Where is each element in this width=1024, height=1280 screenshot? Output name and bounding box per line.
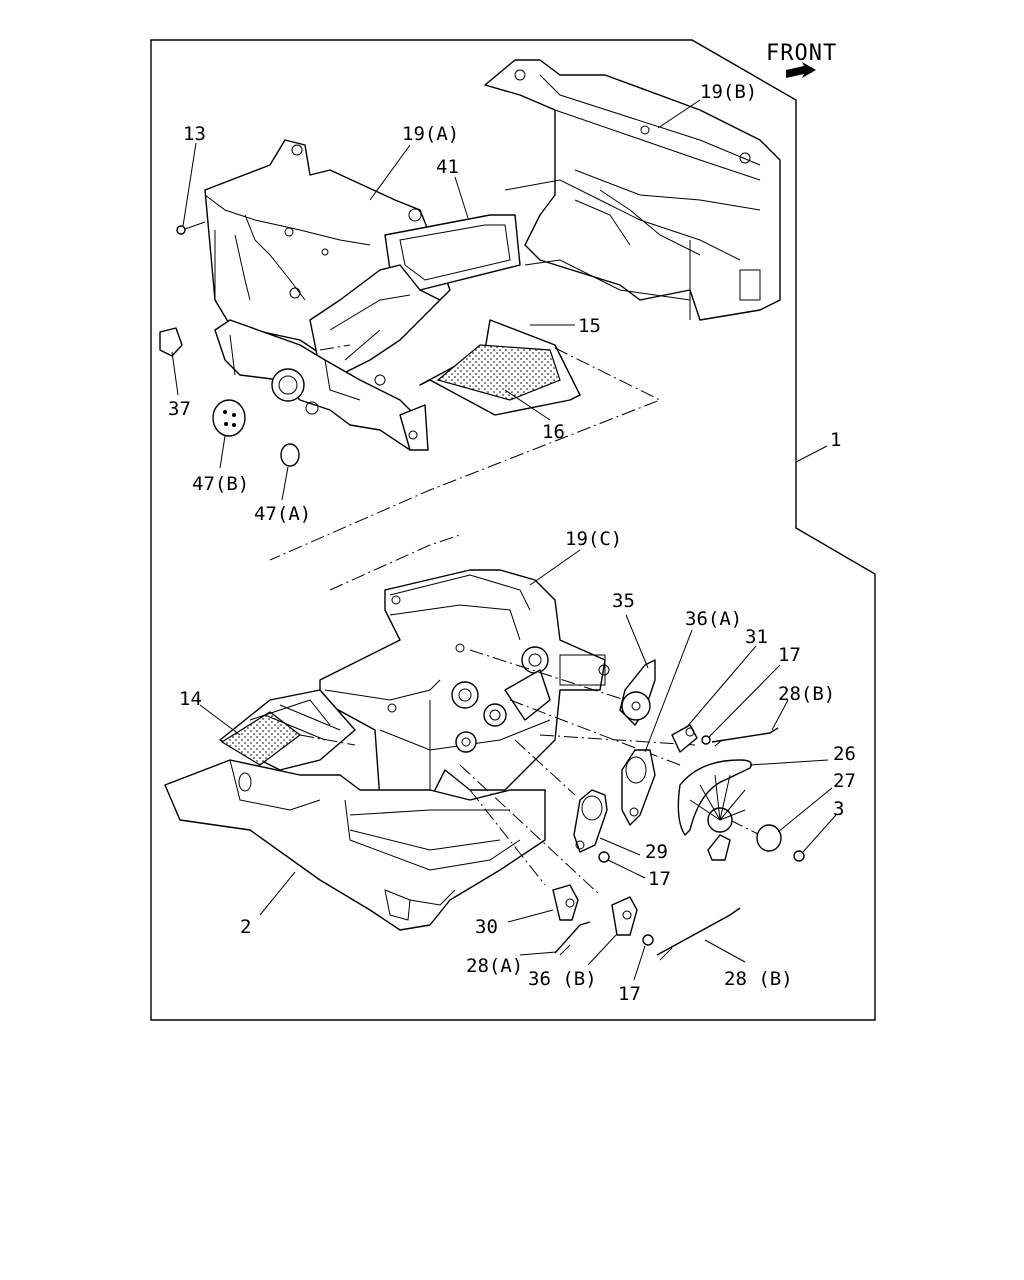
callout-28a: 28(A)	[466, 955, 523, 977]
callout-36a: 36(A)	[685, 608, 742, 630]
callout-31: 31	[745, 626, 768, 648]
lower-case-19c	[319, 569, 610, 801]
callout-13: 13	[183, 123, 206, 145]
link-30	[552, 884, 579, 921]
callout-47b: 47(B)	[192, 473, 249, 495]
seal-ring	[271, 368, 305, 402]
lever-35	[619, 659, 656, 726]
callout-36b: 36 (B)	[528, 968, 597, 990]
callout-1: 1	[830, 429, 841, 451]
lower-housing-2	[164, 759, 546, 931]
filter-element-16	[436, 344, 561, 401]
screw-17-lower	[642, 934, 654, 946]
callout-19c: 19(C)	[565, 528, 622, 550]
upper-case-19a	[204, 139, 521, 451]
callout-26: 26	[833, 743, 856, 765]
filter-frame-15	[419, 319, 581, 416]
callout-16: 16	[542, 421, 565, 443]
screw-13	[176, 221, 206, 235]
front-indicator: FRONT	[766, 41, 837, 78]
callout-28b-lower: 28 (B)	[724, 968, 793, 990]
callout-37: 37	[168, 398, 191, 420]
callout-2: 2	[240, 916, 251, 938]
clip-37	[159, 327, 183, 357]
washer-27	[756, 824, 782, 852]
callout-17-lower: 17	[618, 983, 641, 1005]
link-31	[671, 724, 698, 753]
callout-30: 30	[475, 916, 498, 938]
callout-19a: 19(A)	[402, 123, 459, 145]
cam-26	[677, 759, 752, 861]
rod-28b-upper	[711, 727, 779, 747]
callout-3: 3	[833, 798, 844, 820]
rear-duct-19b	[484, 59, 781, 321]
lever-36a	[621, 749, 656, 826]
rod-28a	[554, 921, 591, 956]
callout-15: 15	[578, 315, 601, 337]
callout-19b: 19(B)	[700, 81, 757, 103]
screw-3	[793, 850, 805, 862]
callout-14: 14	[179, 688, 202, 710]
callout-47a: 47(A)	[254, 503, 311, 525]
arrow-right-icon	[786, 62, 816, 78]
grommet-47b	[212, 399, 246, 437]
callout-35: 35	[612, 590, 635, 612]
assembly-boundary-frame	[150, 39, 876, 1021]
callout-28b-upper: 28(B)	[778, 683, 835, 705]
screw-17-upper	[701, 735, 711, 745]
plug-47a	[280, 443, 300, 467]
link-36b	[611, 896, 638, 936]
rod-28b-lower	[656, 907, 741, 961]
callout-41: 41	[436, 156, 459, 178]
callout-29: 29	[645, 841, 668, 863]
leader-lines	[171, 99, 837, 981]
callout-17-middle: 17	[648, 868, 671, 890]
screw-17-middle	[598, 851, 610, 863]
front-label: FRONT	[766, 41, 837, 66]
callout-17-upper: 17	[778, 644, 801, 666]
callout-27: 27	[833, 770, 856, 792]
lever-29	[573, 789, 608, 853]
